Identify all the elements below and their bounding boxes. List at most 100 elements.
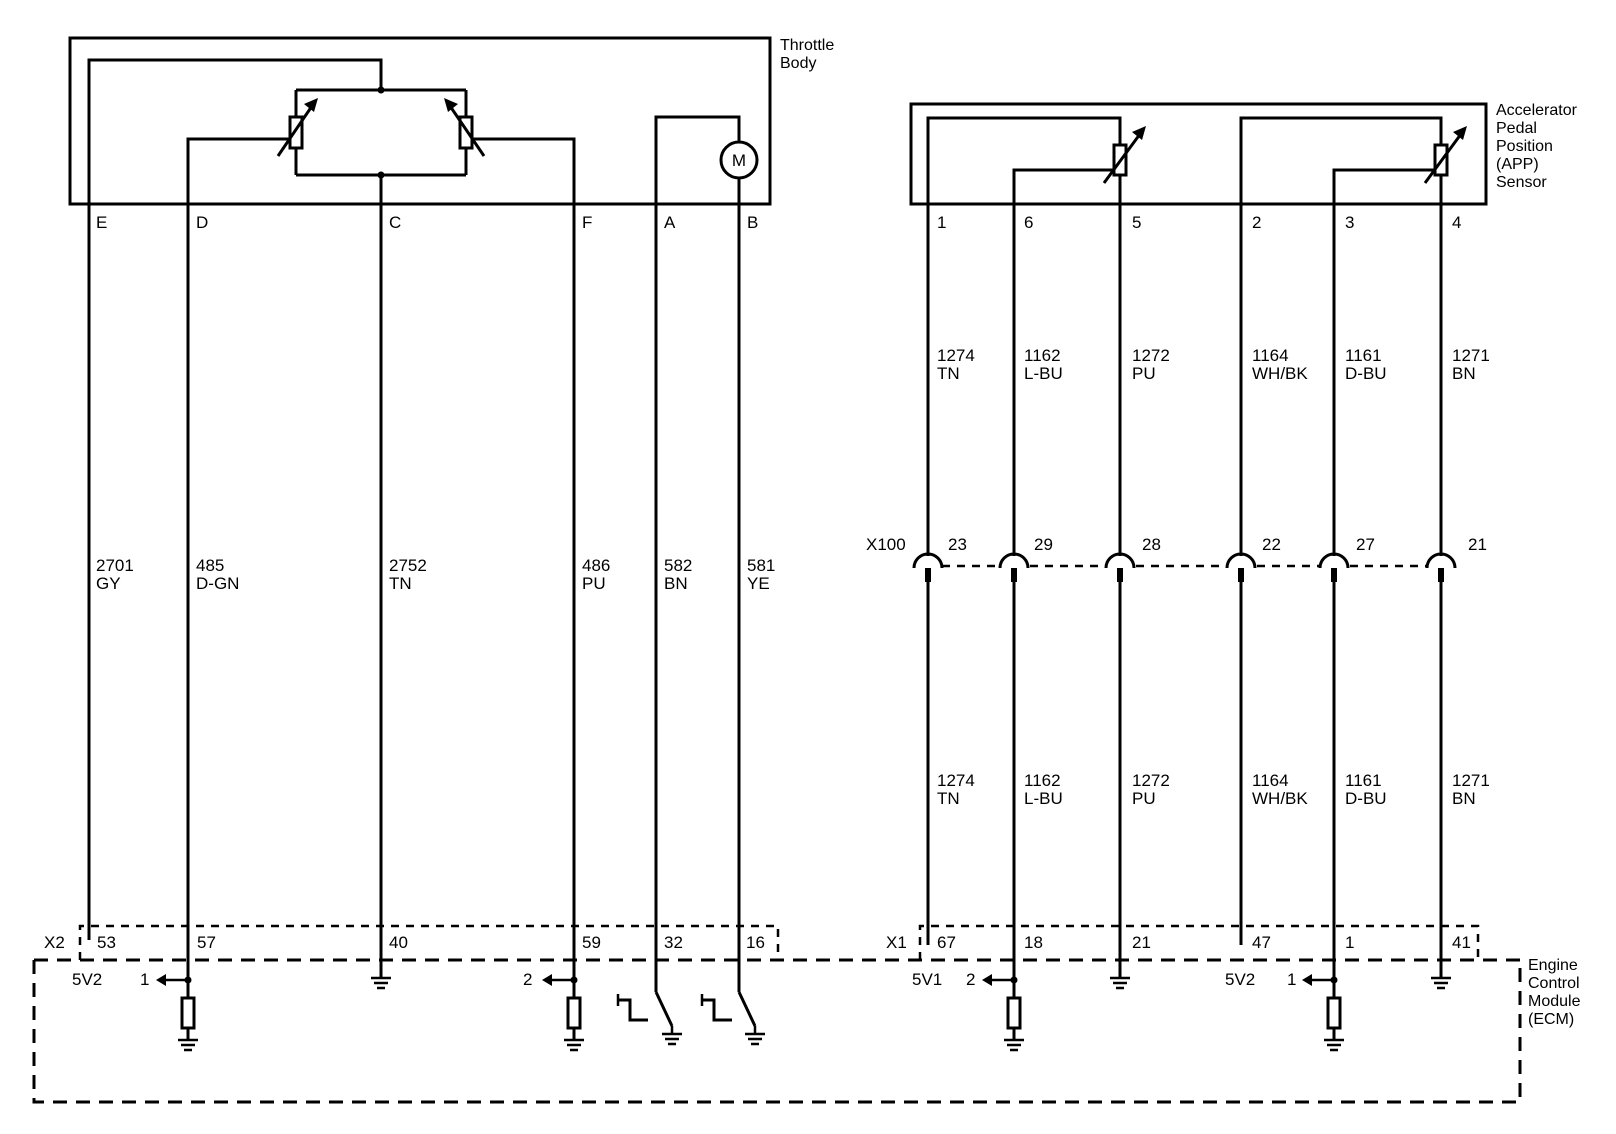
app-pin-2: 2: [1252, 213, 1261, 232]
x100-socket-28: [1104, 552, 1136, 569]
x100-terminal-22: 22: [1225, 535, 1281, 582]
ecm-signal-2-tb: 2: [523, 970, 532, 989]
x2-connector-outline: [78, 924, 780, 960]
ground-icon: [178, 1038, 198, 1052]
tb-junction-top: [377, 86, 385, 94]
ecm: Engine Control Module (ECM) X2 53 57 40 …: [32, 924, 1581, 1104]
tb-internal-f-wire: [472, 137, 576, 226]
app1-internal-ref: [926, 116, 1122, 226]
throttle-body-outline: [68, 36, 772, 206]
tb-sig1-resistor: [180, 996, 196, 1030]
upper-circuit-1272: 1272: [1132, 346, 1170, 365]
tb-sig1-arrow-head: [156, 974, 166, 986]
app-sensor-outline: [909, 102, 1488, 206]
tps2-resistor: [458, 115, 474, 150]
x100-num-27: 27: [1356, 535, 1375, 554]
ecm-signal-1-tb: 1: [140, 970, 149, 989]
app-sig-b-resistor: [1326, 996, 1342, 1030]
throttle-wires: E D C F A B 2701 GY 485 D-GN 2752 TN 486…: [87, 213, 775, 992]
ground-icon: [1431, 976, 1451, 990]
circuit-486: 486: [582, 556, 610, 575]
x100-terminal-27: 27: [1318, 535, 1375, 582]
color-d-gn: D-GN: [196, 574, 239, 593]
tps1-resistor: [288, 115, 304, 150]
lower-color-l-bu: L-BU: [1024, 789, 1063, 808]
x100-socket-21: [1425, 552, 1457, 569]
color-bn: BN: [664, 574, 688, 593]
motor-driver-b: [700, 991, 765, 1046]
lower-color-tn: TN: [937, 789, 960, 808]
app-label-line3: Position: [1496, 138, 1553, 155]
tb-pin-f: F: [582, 213, 592, 232]
x100-label: X100: [866, 535, 906, 554]
app-wires-upper: 1274 TN 1162 L-BU 1272 PU 1164 WH/BK 116…: [926, 226, 1490, 556]
x100-num-22: 22: [1262, 535, 1281, 554]
tb-sig2-circuit: [542, 974, 584, 1052]
x100-terminal-29: 29: [998, 535, 1053, 582]
app1-arrow-head: [1132, 126, 1146, 140]
ecm-pin-47: 47: [1252, 933, 1271, 952]
app-wires-lower: 1274 TN 1162 L-BU 1272 PU 1164 WH/BK 116…: [926, 582, 1490, 992]
app-label-line2: Pedal: [1496, 120, 1537, 137]
color-pu: PU: [582, 574, 606, 593]
tb-sig2-arrow-head: [542, 974, 552, 986]
app-sig-a-arrow-head: [982, 974, 992, 986]
x1-connector-outline: [918, 924, 1480, 960]
x100-pin-28: [1117, 568, 1123, 582]
ecm-pin-57: 57: [197, 933, 216, 952]
motor-switch-a-control: [618, 998, 648, 1022]
circuit-2701: 2701: [96, 556, 134, 575]
app-label-line5: Sensor: [1496, 174, 1547, 191]
ecm-label-line2: Control: [1528, 975, 1580, 992]
ecm-label-line3: Module: [1528, 993, 1581, 1010]
app-pin-3: 3: [1345, 213, 1354, 232]
lower-color-pu: PU: [1132, 789, 1156, 808]
circuit-2752: 2752: [389, 556, 427, 575]
x1-label: X1: [886, 933, 907, 952]
tps2-arrow-head: [444, 98, 458, 112]
x100-socket-23: [912, 552, 944, 569]
tb-sig1-circuit: [156, 974, 198, 1052]
app2-internal-ref: [1239, 116, 1443, 226]
upper-color-tn: TN: [937, 364, 960, 383]
lower-circuit-1162: 1162: [1024, 771, 1061, 790]
app-label-line1: Accelerator: [1496, 102, 1578, 119]
ground-icon: [1324, 1038, 1344, 1052]
lower-circuit-1272: 1272: [1132, 771, 1170, 790]
lower-color-wh-bk: WH/BK: [1252, 789, 1308, 808]
motor-driver-a: [616, 991, 682, 1046]
x100-pin-21: [1438, 568, 1444, 582]
x100-pin-29: [1011, 568, 1017, 582]
throttle-body-label-line1: Throttle: [780, 37, 834, 54]
circuit-581: 581: [747, 556, 775, 575]
ecm-pin-59: 59: [582, 933, 601, 952]
x100-socket-22: [1225, 552, 1257, 569]
app-pin-5: 5: [1132, 213, 1141, 232]
circuit-582: 582: [664, 556, 692, 575]
ecm-pin-18: 18: [1024, 933, 1043, 952]
lower-circuit-1164: 1164: [1252, 771, 1289, 790]
app2-wiper-arrow: [1423, 133, 1463, 184]
app-pins: 1 6 5 2 3 4: [937, 213, 1461, 232]
x100-socket-27: [1318, 552, 1350, 569]
app-pin-4: 4: [1452, 213, 1461, 232]
upper-circuit-1164: 1164: [1252, 346, 1289, 365]
motor-switch-a: [654, 991, 674, 1027]
tb-sig2-resistor: [566, 996, 582, 1030]
ecm-pin-41: 41: [1452, 933, 1471, 952]
app1-internal-sig: [1012, 168, 1114, 226]
ground-icon: [1110, 976, 1130, 990]
ecm-pin-1: 1: [1345, 933, 1354, 952]
color-tn: TN: [389, 574, 412, 593]
app2-internal-sig: [1332, 168, 1435, 226]
ecm-5v2-app: 5V2: [1225, 970, 1255, 989]
upper-circuit-1271: 1271: [1452, 346, 1490, 365]
motor-switch-b-control: [702, 998, 732, 1022]
upper-color-wh-bk: WH/BK: [1252, 364, 1308, 383]
lower-color-bn: BN: [1452, 789, 1476, 808]
app1-wiper-arrow: [1102, 133, 1142, 184]
ecm-pin-53: 53: [97, 933, 116, 952]
throttle-body: Throttle Body M: [68, 36, 834, 226]
tps1-arrow-head: [304, 98, 318, 112]
ground-icon: [662, 1032, 682, 1046]
